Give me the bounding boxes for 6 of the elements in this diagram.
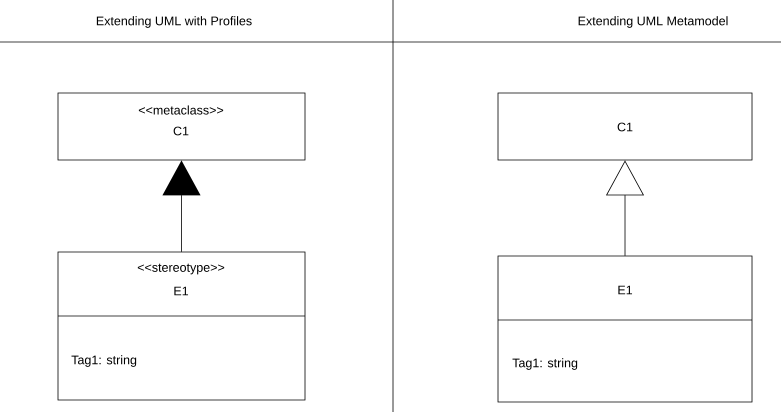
class-box: E1 Tag1: string [498, 256, 752, 402]
heading: Extending UML with Profiles [96, 16, 252, 28]
heading: Extending UML Metamodel [578, 16, 728, 28]
class-box: C1 [498, 92, 752, 160]
class-box: <<metaclass>> C1 [58, 92, 306, 160]
class-box: <<stereotype>> E1 Tag1: string [58, 252, 306, 400]
